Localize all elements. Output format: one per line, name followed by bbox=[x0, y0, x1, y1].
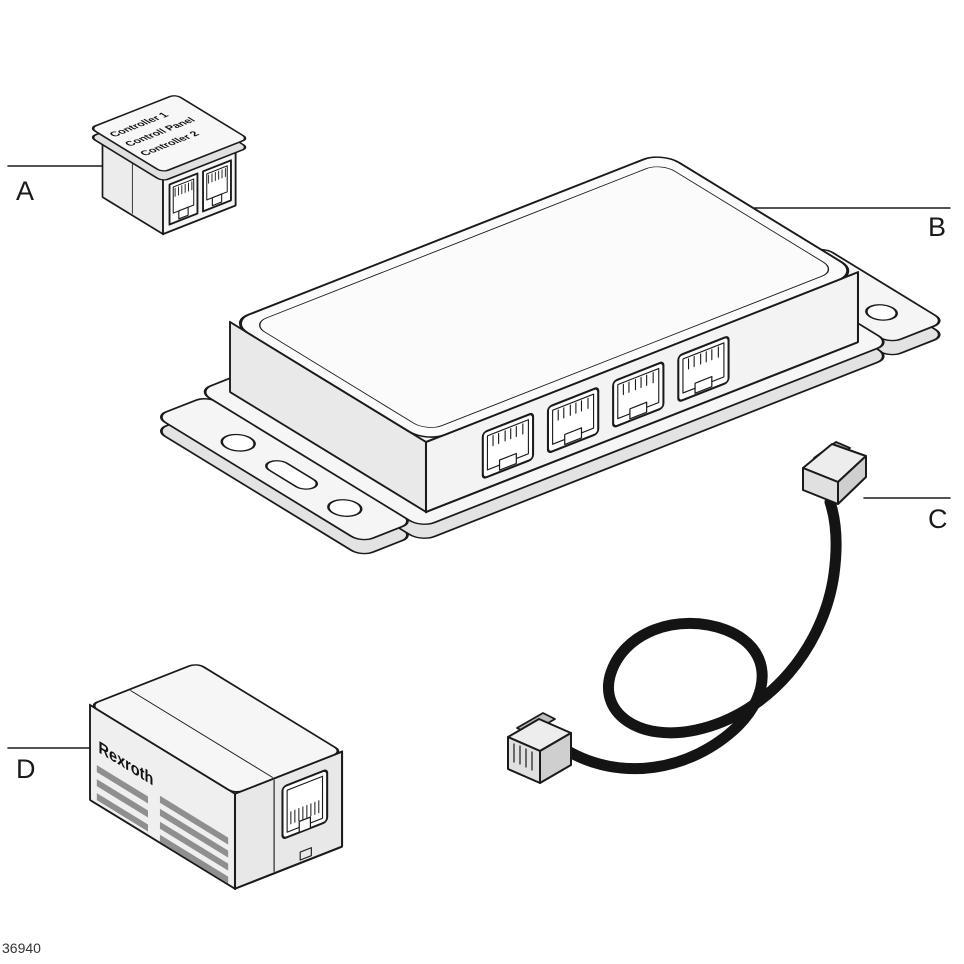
box-top-face bbox=[238, 156, 850, 438]
top-chamfer-line bbox=[259, 166, 830, 428]
adapter-a: Controller 1 Controll Panel Controller 2 bbox=[91, 95, 247, 236]
pin-contacts bbox=[513, 743, 533, 771]
coupler-d: Rexroth bbox=[89, 664, 344, 890]
junction-box-b bbox=[159, 156, 941, 555]
seam-line bbox=[130, 690, 274, 778]
label-c: C bbox=[928, 504, 948, 534]
vent-stripes bbox=[96, 765, 229, 884]
bottom-notch bbox=[299, 847, 312, 861]
coupler-left-face: Rexroth bbox=[89, 703, 236, 890]
adapter-lid-top: Controller 1 Controll Panel Controller 2 bbox=[91, 95, 247, 172]
rj45-plug-left bbox=[507, 712, 572, 784]
rj45-plug-right bbox=[802, 441, 867, 505]
pin-contacts bbox=[290, 800, 320, 825]
label-a: A bbox=[16, 176, 34, 206]
coupler-top-face bbox=[92, 664, 340, 793]
mounting-slot bbox=[265, 460, 319, 490]
callouts: A B C D bbox=[7, 165, 951, 784]
coupler-right-face bbox=[233, 750, 344, 890]
cable-c bbox=[507, 441, 867, 784]
label-d: D bbox=[16, 754, 36, 784]
rj45-jack bbox=[281, 769, 329, 840]
mounting-hole bbox=[865, 304, 898, 321]
label-b: B bbox=[928, 212, 946, 242]
cable-cord bbox=[560, 496, 842, 775]
pin-contacts bbox=[174, 181, 193, 197]
rj45-jack bbox=[202, 159, 232, 213]
mounting-hole bbox=[220, 433, 256, 452]
figure-number: 36940 bbox=[2, 940, 41, 956]
mounting-hole bbox=[327, 499, 363, 517]
pin-contacts bbox=[208, 168, 226, 184]
rj45-jack bbox=[168, 172, 199, 226]
